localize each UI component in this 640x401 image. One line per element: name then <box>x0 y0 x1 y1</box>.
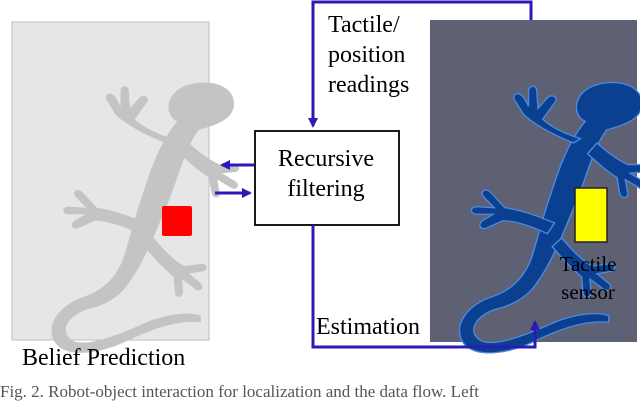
belief-position-marker <box>162 206 192 236</box>
estimation-label: Estimation <box>316 314 420 340</box>
recursive-filtering-box <box>254 130 400 226</box>
filter-box-line1: Recursive <box>278 146 374 172</box>
readings-flow-arrow <box>308 0 533 128</box>
filter-box-label: Recursive filtering <box>256 144 396 204</box>
readings-label: Tactile/ position readings <box>328 10 438 100</box>
sensor-label: Tactile sensor <box>548 250 628 306</box>
readings-label-line2: position <box>328 42 406 68</box>
figure-caption: Fig. 2. Robot-object interaction for loc… <box>0 382 479 401</box>
readings-label-line1: Tactile/ <box>328 12 400 38</box>
belief-prediction-caption: Belief Prediction <box>22 345 186 371</box>
sensor-label-line1: Tactile <box>559 252 617 276</box>
filter-box-line2: filtering <box>287 176 365 202</box>
estimation-flow-arrow <box>311 225 540 349</box>
tactile-sensor <box>574 187 608 243</box>
readings-label-line3: readings <box>328 72 410 98</box>
sensor-label-line2: sensor <box>561 280 615 304</box>
